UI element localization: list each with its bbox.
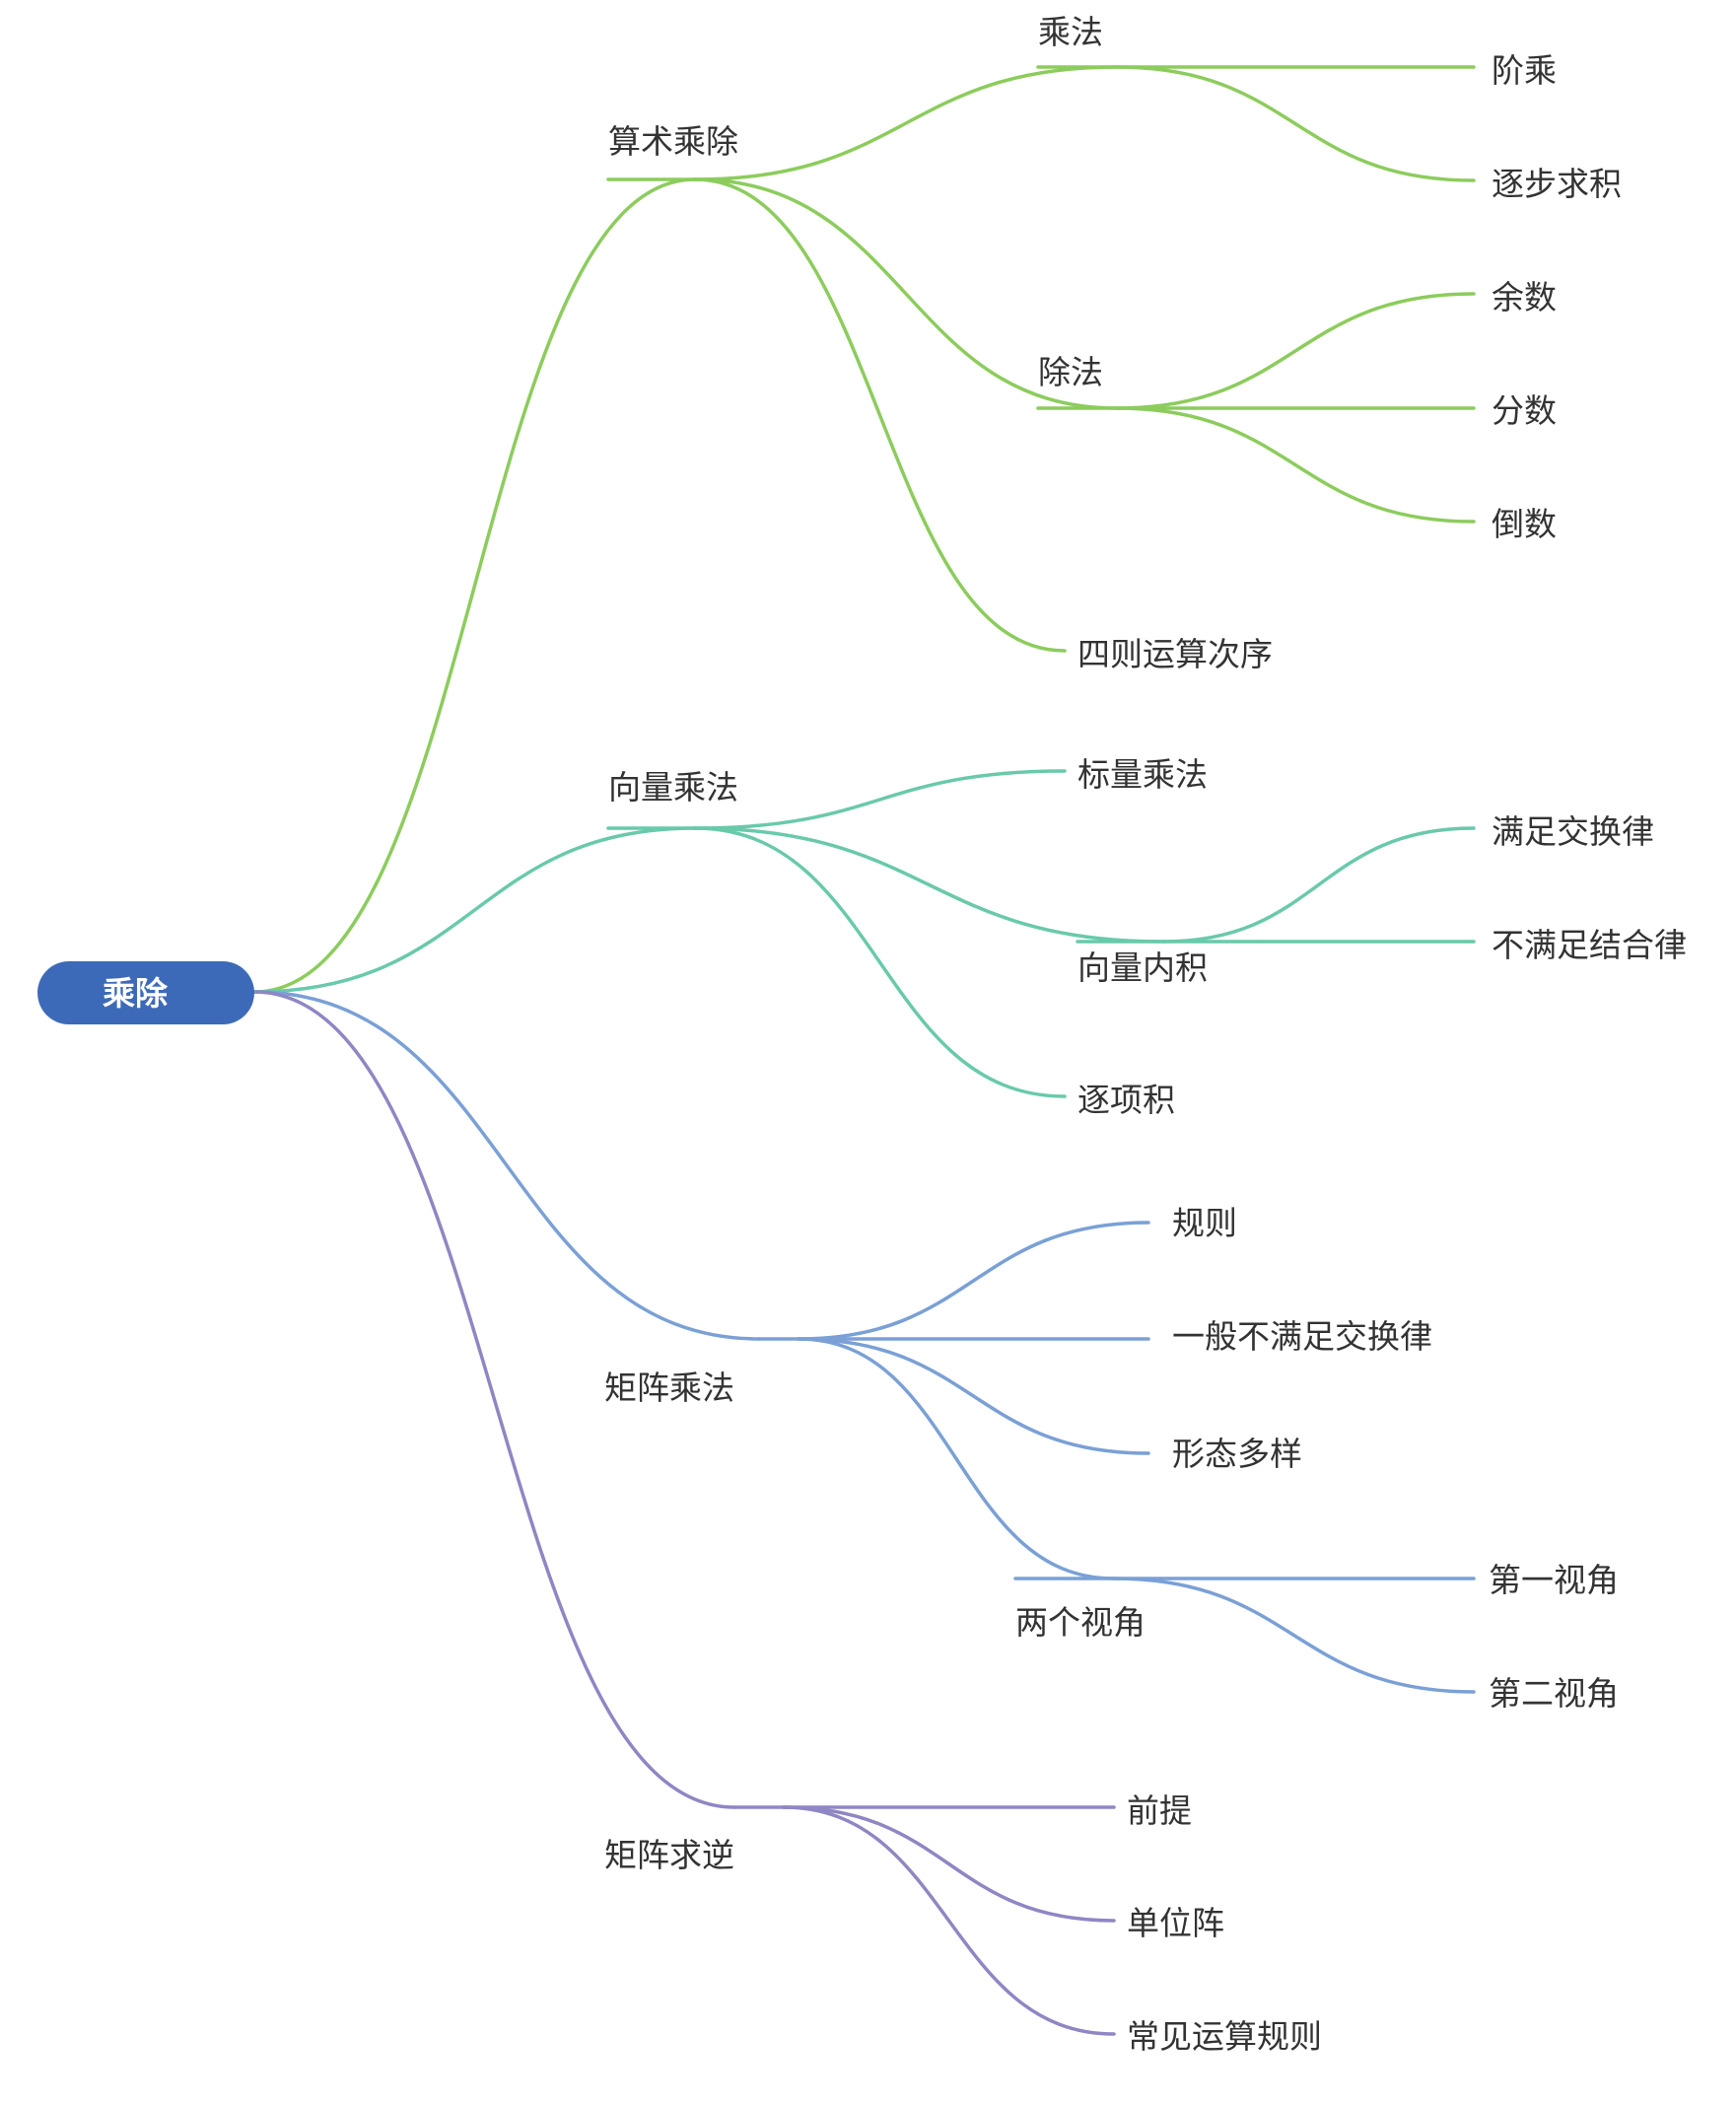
branch-label-vector: 向量乘法 xyxy=(608,768,738,807)
connector-to-order-of-operations xyxy=(693,177,1067,653)
node-common-rules[interactable]: 常见运算规则 xyxy=(1127,2017,1322,2056)
connector-to-second-perspective xyxy=(1112,1577,1476,1694)
connector-to-identity-matrix xyxy=(782,1805,1116,1923)
node-reciprocal[interactable]: 倒数 xyxy=(1492,505,1557,543)
node-fraction[interactable]: 分数 xyxy=(1492,391,1557,430)
connector-to-hadamard-product xyxy=(693,826,1067,1098)
connector-to-stepwise-product xyxy=(1115,65,1476,182)
connector-to-common-rules xyxy=(782,1805,1116,2036)
connector-lines xyxy=(252,65,1476,2036)
node-prerequisite[interactable]: 前提 xyxy=(1127,1791,1192,1830)
node-identity-matrix[interactable]: 单位阵 xyxy=(1127,1904,1224,1942)
connector-to-reciprocal xyxy=(1115,406,1476,524)
branch-vector[interactable]: 向量乘法 xyxy=(608,768,738,807)
branch-label-matrix-inverse: 矩阵求逆 xyxy=(604,1836,734,1874)
connector-to-commutative xyxy=(1161,826,1476,944)
connector-to-multiplication xyxy=(693,65,1119,181)
node-commutative[interactable]: 满足交换律 xyxy=(1492,812,1654,851)
node-rules[interactable]: 规则 xyxy=(1172,1204,1237,1242)
node-stepwise-product[interactable]: 逐步求积 xyxy=(1492,165,1622,203)
root-node-background xyxy=(37,961,254,1024)
node-division[interactable]: 除法 xyxy=(1038,353,1103,391)
branch-label-arithmetic: 算术乘除 xyxy=(608,122,738,161)
node-hadamard-product[interactable]: 逐项积 xyxy=(1077,1081,1175,1119)
mindmap-nodes: 乘除 算术乘除 乘法 阶乘 逐步求积 除法 余数 分数 倒数 四则运算次序 向量… xyxy=(37,13,1687,2056)
connector-to-two-perspectives xyxy=(797,1337,1116,1580)
node-factorial[interactable]: 阶乘 xyxy=(1492,51,1557,90)
node-various-forms[interactable]: 形态多样 xyxy=(1172,1435,1302,1473)
connector-root-arithmetic xyxy=(252,177,697,994)
node-order-of-operations[interactable]: 四则运算次序 xyxy=(1077,635,1273,673)
branch-label-matrix-multiplication: 矩阵乘法 xyxy=(604,1368,734,1407)
connector-to-scalar-multiplication xyxy=(693,769,1067,830)
node-generally-not-commutative[interactable]: 一般不满足交换律 xyxy=(1172,1317,1432,1356)
branch-arithmetic[interactable]: 算术乘除 xyxy=(608,122,738,161)
node-multiplication[interactable]: 乘法 xyxy=(1038,13,1103,51)
node-scalar-multiplication[interactable]: 标量乘法 xyxy=(1077,755,1208,794)
root-node[interactable]: 乘除 xyxy=(37,961,254,1024)
node-two-perspectives[interactable]: 两个视角 xyxy=(1015,1603,1146,1642)
connector-root-matrix-inverse xyxy=(252,990,736,1809)
node-remainder[interactable]: 余数 xyxy=(1492,278,1557,316)
branch-matrix-multiplication[interactable]: 矩阵乘法 xyxy=(604,1368,734,1407)
connector-to-rules xyxy=(797,1221,1150,1341)
node-not-associative[interactable]: 不满足结合律 xyxy=(1492,926,1687,964)
node-inner-product[interactable]: 向量内积 xyxy=(1077,948,1208,987)
branch-matrix-inverse[interactable]: 矩阵求逆 xyxy=(604,1836,734,1874)
connector-root-vector xyxy=(252,826,697,994)
connector-to-various-forms xyxy=(797,1337,1150,1455)
connector-root-matrix-multiplication xyxy=(252,990,761,1341)
node-second-perspective[interactable]: 第二视角 xyxy=(1489,1674,1619,1713)
connector-to-division xyxy=(693,177,1119,410)
connector-to-inner-product xyxy=(693,826,1165,944)
connector-to-remainder xyxy=(1115,292,1476,410)
root-node-label: 乘除 xyxy=(103,974,169,1013)
node-first-perspective[interactable]: 第一视角 xyxy=(1489,1561,1619,1599)
